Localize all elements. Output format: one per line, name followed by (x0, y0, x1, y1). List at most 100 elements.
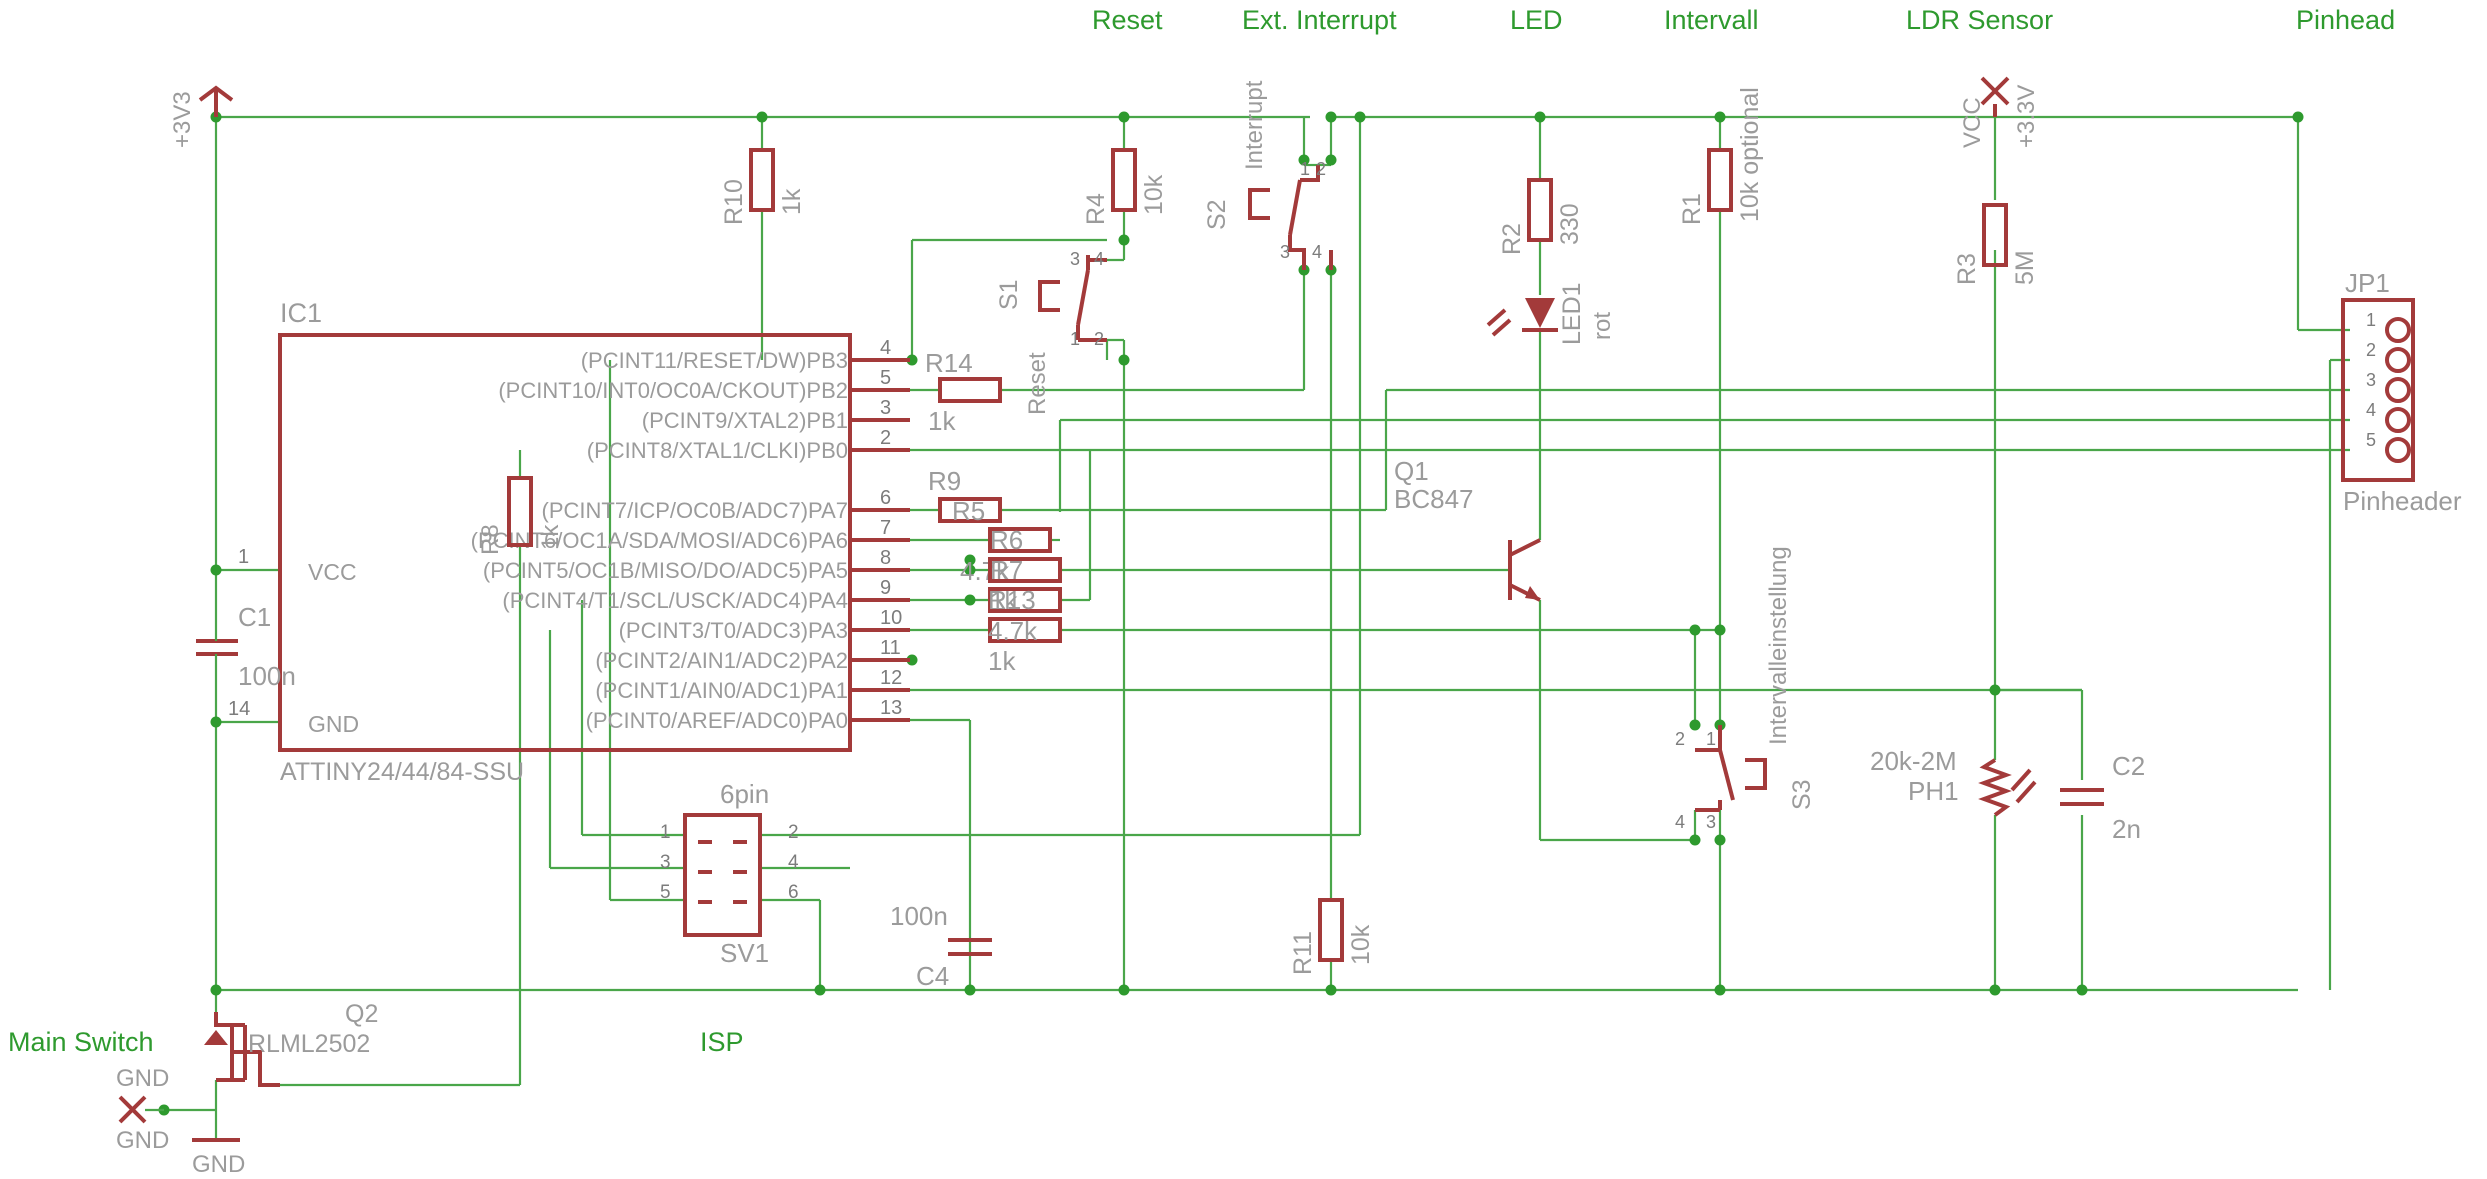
r14-value: 1k (928, 406, 956, 436)
ic1-pin-number: 4 (880, 337, 891, 359)
sv1-pin-3: 3 (660, 852, 671, 873)
ic1-pin-number: 11 (880, 637, 901, 659)
ic1-pin-label: (PCINT8/XTAL1/CLKI)PB0 (587, 438, 848, 463)
r14: R14 1k (925, 348, 1002, 436)
c4-name: C4 (916, 961, 949, 991)
r2-name: R2 (1498, 223, 1526, 255)
r10-value: 1k (778, 188, 806, 215)
s2-switch: S2 Interrupt 1 2 3 4 (1203, 80, 1333, 270)
ic1-vcc-label: VCC (308, 559, 357, 585)
sv1-pin-2: 2 (788, 822, 799, 843)
r13-value-b: 1k (988, 646, 1016, 676)
jp1-pinheader: JP1 Pinheader 1 2 3 4 5 (2341, 268, 2462, 516)
section-pinhead: Pinhead (2296, 5, 2395, 35)
section-isp: ISP (700, 1027, 744, 1057)
ic1-pin-number: 3 (880, 397, 891, 419)
sv1-pin-1: 1 (660, 822, 671, 843)
r13-value: 4.7k (988, 616, 1038, 646)
r3-name: R3 (1953, 253, 1981, 285)
ic1-gnd-label: GND (308, 711, 359, 737)
ph1-ldr: 20k-2M PH1 (1870, 746, 2037, 817)
s2-pin-4: 4 (1312, 242, 1322, 262)
section-ext-interrupt: Ext. Interrupt (1242, 5, 1397, 35)
c2: C2 2n (2060, 751, 2145, 844)
ic1-pin-number: 9 (880, 577, 891, 599)
sv1-value: 6pin (720, 779, 769, 809)
ic1: IC1 ATTINY24/44/84-SSU VCC GND 1 14 (228, 298, 852, 786)
ic1-pin-label: (PCINT2/AIN1/ADC2)PA2 (595, 648, 848, 673)
s3-name: S3 (1788, 779, 1816, 810)
r4-name: R4 (1082, 193, 1110, 225)
r7-name: R7 (990, 555, 1023, 585)
led1: LED1 rot (1486, 282, 1616, 345)
jp1-pin-3: 3 (2366, 370, 2376, 390)
c4-value: 100n (890, 901, 948, 931)
r1-name: R1 (1678, 193, 1706, 225)
section-main-switch: Main Switch (8, 1027, 154, 1057)
r10: R10 1k (720, 148, 806, 225)
r1-value: 10k optional (1736, 87, 1764, 222)
s3-pin-2: 2 (1675, 729, 1685, 749)
label-gnd-main: GND (192, 1151, 245, 1178)
ic1-name: IC1 (280, 298, 322, 328)
r5-name: R5 (952, 496, 985, 526)
c1: C1 100n (196, 602, 296, 691)
ic1-pin-label: (PCINT7/ICP/OC0B/ADC7)PA7 (542, 498, 848, 523)
sv1-pin-4: 4 (788, 852, 799, 873)
r9: R9 R5 (928, 466, 1002, 526)
ic1-pin-label: (PCINT9/XTAL2)PB1 (642, 408, 848, 433)
s3-pin-4: 4 (1675, 812, 1685, 832)
jp1-pin-4: 4 (2366, 400, 2376, 420)
r2: R2 330 (1498, 178, 1584, 255)
jp1-value: Pinheader (2343, 486, 2462, 516)
r14-name: R14 (925, 348, 973, 378)
r3-value: 5M (2011, 250, 2039, 285)
section-intervall: Intervall (1664, 5, 1759, 35)
ic1-pin-label: (PCINT10/INT0/OC0A/CKOUT)PB2 (498, 378, 848, 403)
c2-name: C2 (2112, 751, 2145, 781)
q1-transistor: Q1 BC847 (1394, 456, 1541, 602)
led1-value: rot (1589, 312, 1616, 340)
q1-name: Q1 (1394, 456, 1429, 486)
supply-3v3: +3V3 (169, 85, 234, 148)
supply-vcc-3v3: VCC +3.3V (1959, 76, 2040, 148)
led1-name: LED1 (1558, 282, 1586, 345)
r11: R11 10k (1289, 898, 1375, 975)
section-labels: Reset Ext. Interrupt LED Intervall LDR S… (8, 5, 2395, 1057)
ic1-pin-label: (PCINT1/AIN0/ADC1)PA1 (595, 678, 848, 703)
jp1-pin-5: 5 (2366, 430, 2376, 450)
jp1-name: JP1 (2345, 268, 2390, 298)
r13: R13 4.7k 1k (988, 585, 1062, 676)
r1: R1 10k optional (1678, 87, 1764, 225)
sv1-name: SV1 (720, 938, 769, 968)
ic1-pin-number: 12 (880, 667, 902, 689)
jp1-pin-1: 1 (2366, 310, 2376, 330)
r8-value: 1k (537, 524, 564, 550)
section-led: LED (1510, 5, 1563, 35)
sv1-pin-6: 6 (788, 882, 799, 903)
q2-value: RLML2502 (248, 1030, 370, 1058)
ic1-pin-number: 6 (880, 487, 891, 509)
r9-name: R9 (928, 466, 961, 496)
s2-value: Interrupt (1241, 80, 1268, 170)
r2-value: 330 (1556, 203, 1584, 245)
label-3v3: +3V3 (169, 91, 196, 148)
ic1-pin-number: 7 (880, 517, 891, 539)
s2-pin-3: 3 (1280, 242, 1290, 262)
ic1-pin-gnd: 14 (228, 698, 250, 720)
ic1-part: ATTINY24/44/84-SSU (280, 758, 524, 786)
r13-name: R13 (988, 585, 1036, 615)
s1-pin-4: 4 (1094, 249, 1104, 269)
c4: 100n C4 (890, 901, 992, 991)
r8: R8 1k (477, 476, 564, 555)
r6: R6 4.7k (960, 525, 1052, 586)
section-ldr-sensor: LDR Sensor (1906, 5, 2053, 35)
jp1-pin-2: 2 (2366, 340, 2376, 360)
label-3-3v: +3.3V (2013, 85, 2040, 148)
ic1-pin-number: 5 (880, 367, 891, 389)
r6-name: R6 (990, 525, 1023, 555)
sv1-isp-header: 6pin SV1 1 2 3 4 5 6 (660, 779, 799, 968)
ic1-pin-number: 8 (880, 547, 891, 569)
